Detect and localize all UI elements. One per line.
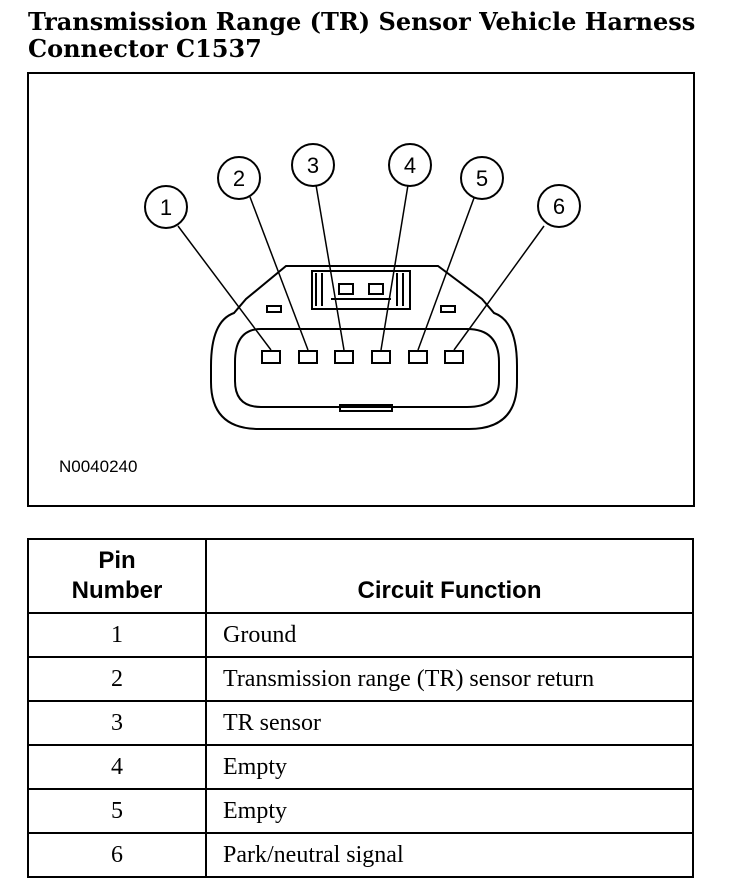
- circuit-function-cell: TR sensor: [205, 700, 694, 746]
- callout-label-1: 1: [160, 195, 172, 220]
- circuit-function-cell: Empty: [205, 788, 694, 834]
- pin-number-cell: 3: [27, 700, 207, 746]
- callout-label-3: 3: [307, 153, 319, 178]
- pin-terminal-3: [334, 350, 354, 364]
- leader-line-6: [453, 225, 545, 351]
- callout-circle-2: [217, 156, 261, 200]
- connector-figure: 1 2 3 4 5 6 N0040240: [27, 72, 695, 507]
- pin-terminal-1: [261, 350, 281, 364]
- connector-outer-shell: [210, 265, 518, 430]
- circuit-function-cell: Ground: [205, 612, 694, 658]
- pin-terminal-4: [371, 350, 391, 364]
- locking-tab: [311, 270, 411, 310]
- callout-circle-1: [144, 185, 188, 229]
- table-row: 1 Ground: [27, 612, 694, 658]
- title-line-2: Connector C1537: [28, 34, 262, 63]
- leader-line-2: [249, 196, 309, 351]
- callout-circle-4: [388, 143, 432, 187]
- callout-label-4: 4: [404, 153, 416, 178]
- pin-number-cell: 6: [27, 832, 207, 878]
- table-row: 3 TR sensor: [27, 700, 694, 746]
- table-row: 4 Empty: [27, 744, 694, 790]
- header-circuit-function: Circuit Function: [205, 538, 694, 614]
- leader-line-5: [417, 197, 475, 351]
- title-line-1: Transmission Range (TR) Sensor Vehicle H…: [28, 7, 696, 36]
- callout-label-2: 2: [233, 166, 245, 191]
- pin-number-cell: 2: [27, 656, 207, 702]
- circuit-function-cell: Transmission range (TR) sensor return: [205, 656, 694, 702]
- circuit-function-cell: Park/neutral signal: [205, 832, 694, 878]
- connector-diagram: 1 2 3 4 5 6: [144, 143, 581, 430]
- bottom-key: [339, 404, 393, 412]
- pin-terminal-5: [408, 350, 428, 364]
- pin-terminal-2: [298, 350, 318, 364]
- connector-inner-cavity: [234, 328, 500, 408]
- leader-line-1: [177, 225, 272, 351]
- pin-number-cell: 1: [27, 612, 207, 658]
- callout-label-5: 5: [476, 166, 488, 191]
- table-row: 6 Park/neutral signal: [27, 832, 694, 878]
- leader-line-4: [380, 184, 409, 351]
- callout-circle-6: [537, 184, 581, 228]
- figure-id: N0040240: [59, 457, 138, 476]
- pin-terminal-6: [444, 350, 464, 364]
- callout-circle-3: [291, 143, 335, 187]
- pin-number-cell: 4: [27, 744, 207, 790]
- callout-circle-5: [460, 156, 504, 200]
- pin-number-cell: 5: [27, 788, 207, 834]
- leader-line-3: [315, 184, 345, 351]
- table-row: 5 Empty: [27, 788, 694, 834]
- circuit-function-cell: Empty: [205, 744, 694, 790]
- table-row: 2 Transmission range (TR) sensor return: [27, 656, 694, 702]
- page-title: Transmission Range (TR) Sensor Vehicle H…: [28, 8, 708, 62]
- callout-label-6: 6: [553, 194, 565, 219]
